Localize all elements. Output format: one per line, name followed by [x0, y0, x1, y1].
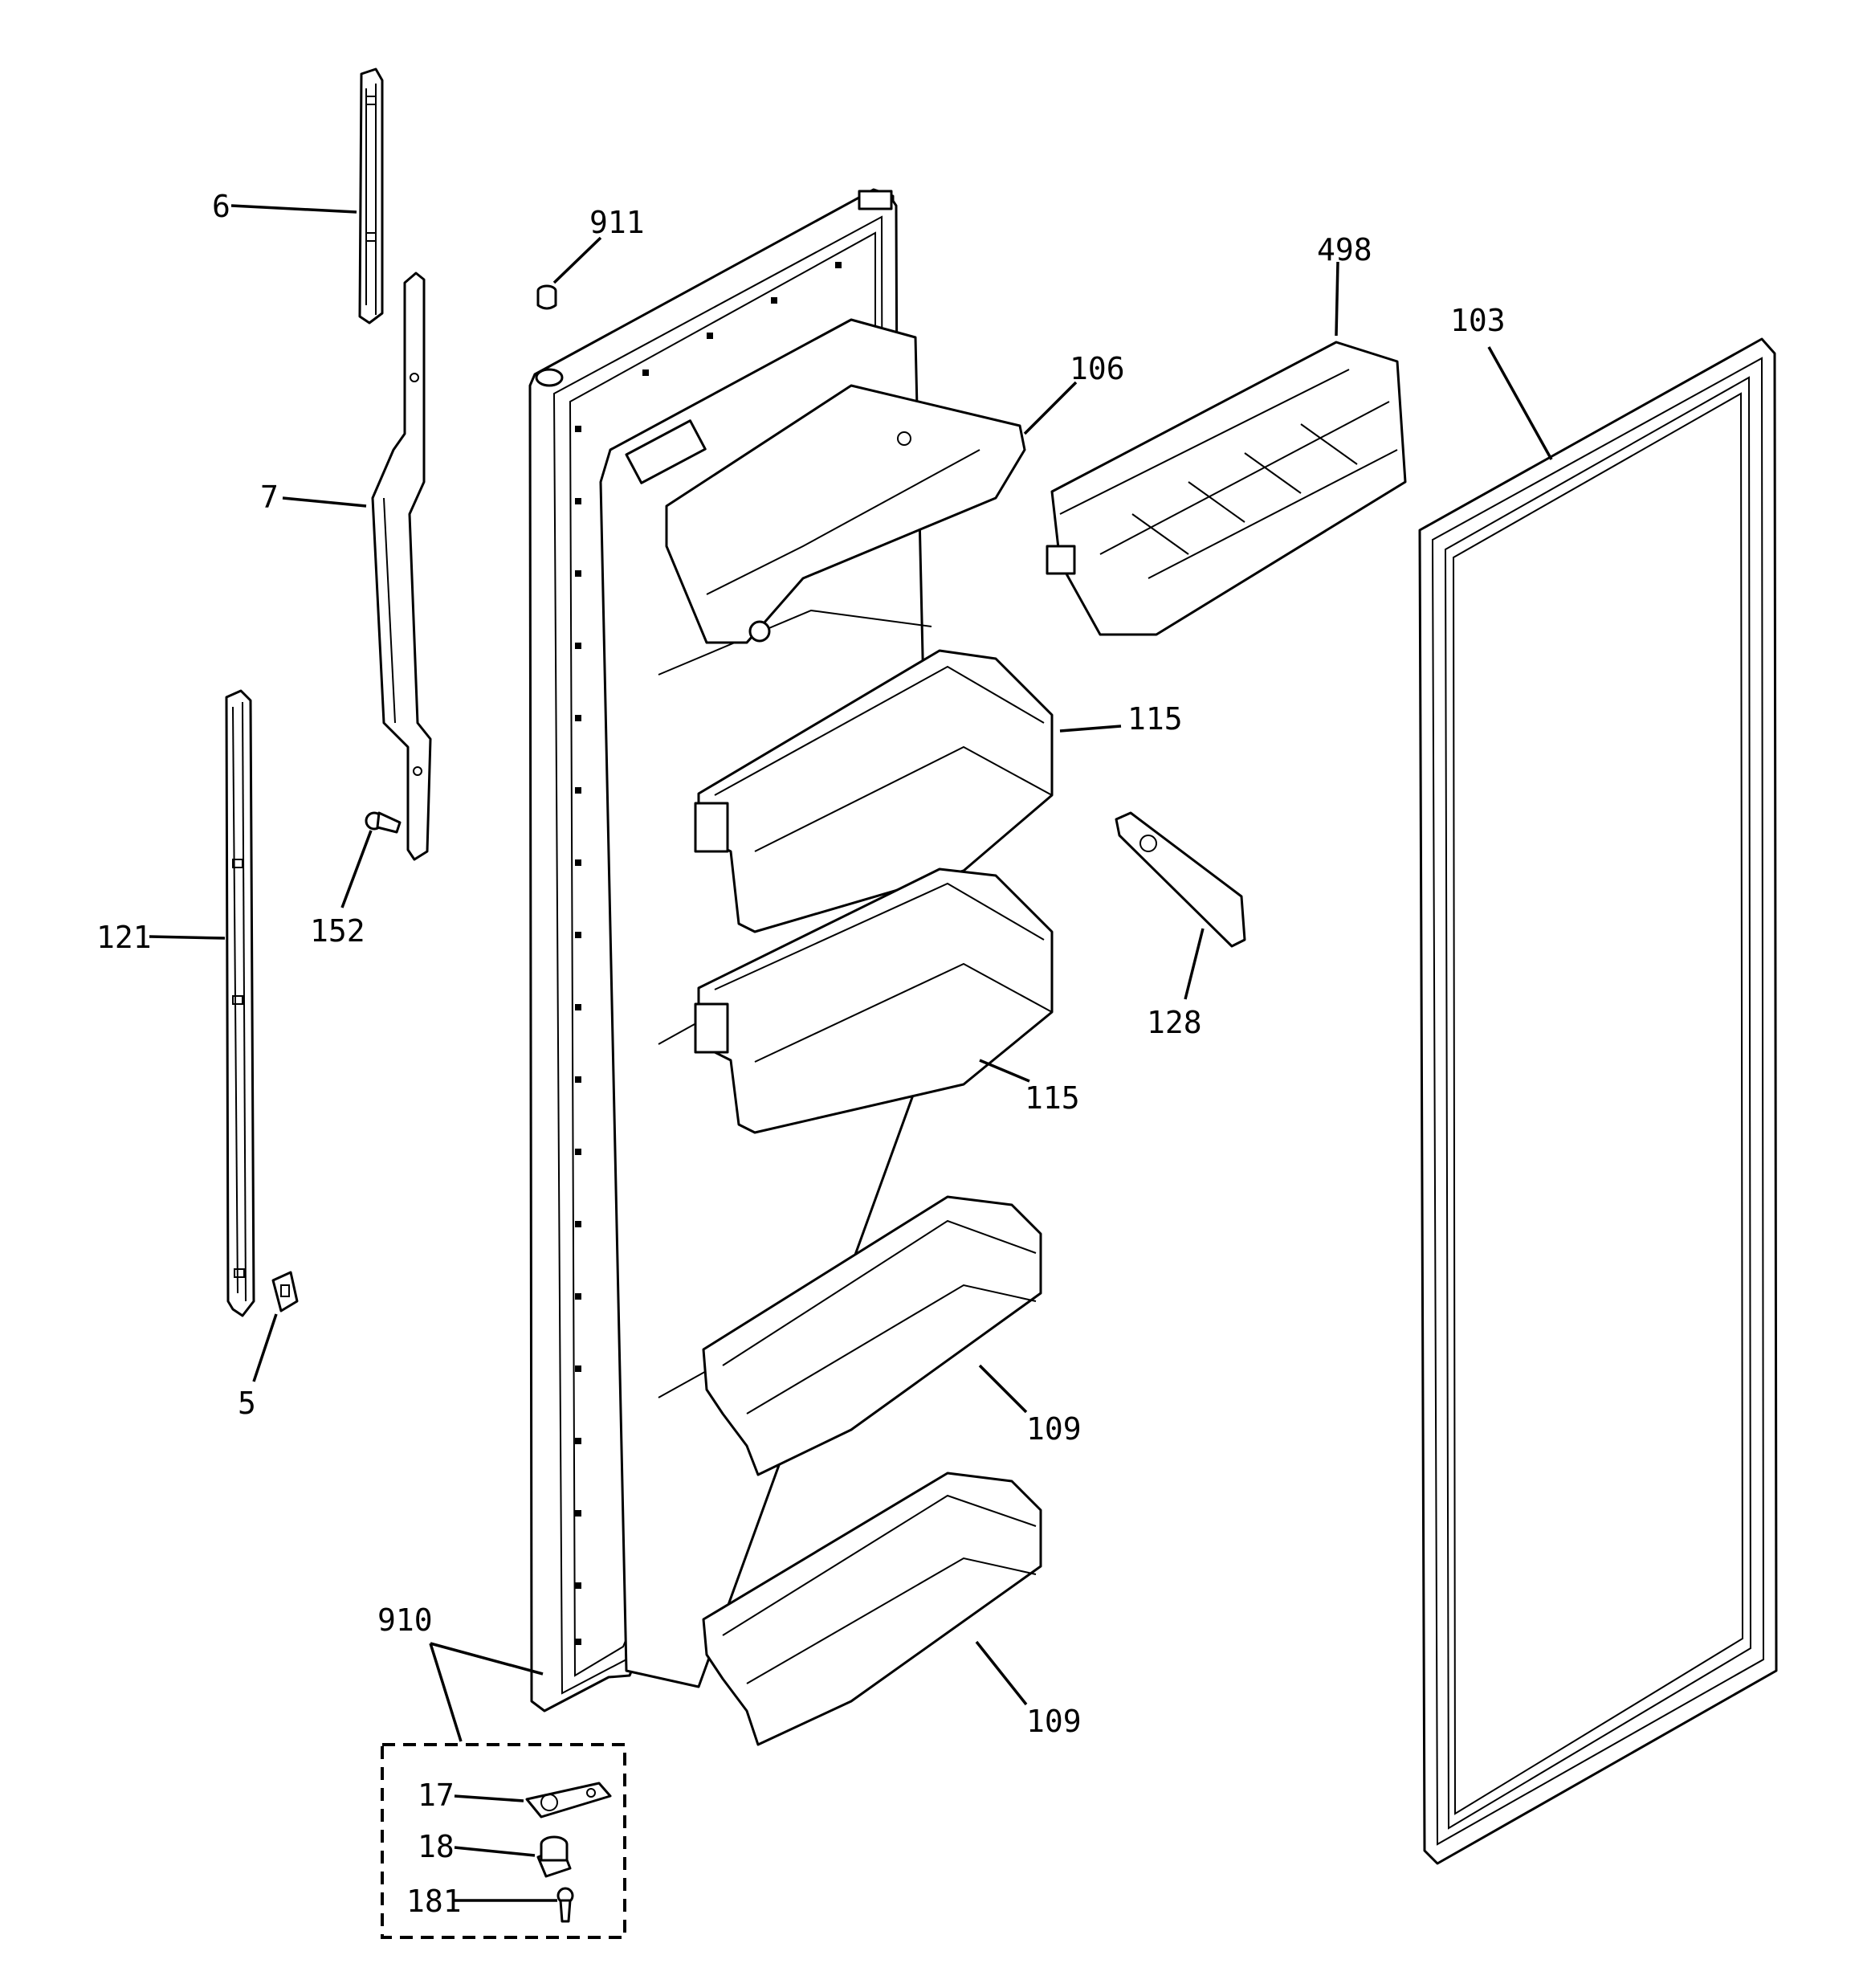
- part-5-clip: [271, 1271, 299, 1312]
- label-109-a: 109: [1026, 1411, 1082, 1447]
- label-911: 911: [589, 205, 645, 240]
- label-109-b: 109: [1026, 1704, 1082, 1739]
- label-498: 498: [1317, 232, 1372, 267]
- leader-lines: [149, 204, 1553, 1902]
- part-103-gasket: [1418, 337, 1778, 1865]
- label-181: 181: [406, 1884, 462, 1919]
- label-5: 5: [238, 1386, 256, 1421]
- part-17-hinge-plate: [525, 1782, 612, 1819]
- part-910-hinge-kit: [381, 1743, 626, 1939]
- label-115-b: 115: [1025, 1080, 1080, 1116]
- label-18: 18: [418, 1829, 455, 1864]
- part-6-trim: [358, 67, 384, 325]
- label-128: 128: [1147, 1005, 1202, 1040]
- part-152-screw: [365, 811, 402, 834]
- part-115-bin-upper: [694, 649, 1054, 933]
- part-18-bushing: [536, 1835, 572, 1878]
- part-128-divider: [1115, 811, 1246, 948]
- part-911-cap: [536, 284, 557, 310]
- part-109-bin-upper: [702, 1195, 1042, 1476]
- frame-studs: [575, 262, 842, 1645]
- label-121: 121: [96, 920, 152, 955]
- part-115-bin-lower: [694, 867, 1054, 1134]
- part-498-wine-rack: [1046, 341, 1407, 636]
- label-115-a: 115: [1127, 701, 1183, 737]
- label-103: 103: [1450, 303, 1506, 338]
- part-labels: 6 7 121 152 5 911 106 498 103 115 115 12…: [96, 189, 1506, 1919]
- label-910: 910: [377, 1602, 433, 1638]
- part-106-dairy-door: [665, 384, 1026, 644]
- part-109-bin-lower: [702, 1472, 1042, 1746]
- part-121-trim: [225, 689, 255, 1317]
- part-181-screw: [556, 1887, 574, 1923]
- label-106: 106: [1070, 351, 1125, 386]
- label-17: 17: [418, 1778, 455, 1813]
- part-7-handle: [371, 271, 432, 861]
- label-152: 152: [310, 913, 365, 949]
- label-7: 7: [260, 480, 279, 515]
- label-6: 6: [212, 189, 230, 224]
